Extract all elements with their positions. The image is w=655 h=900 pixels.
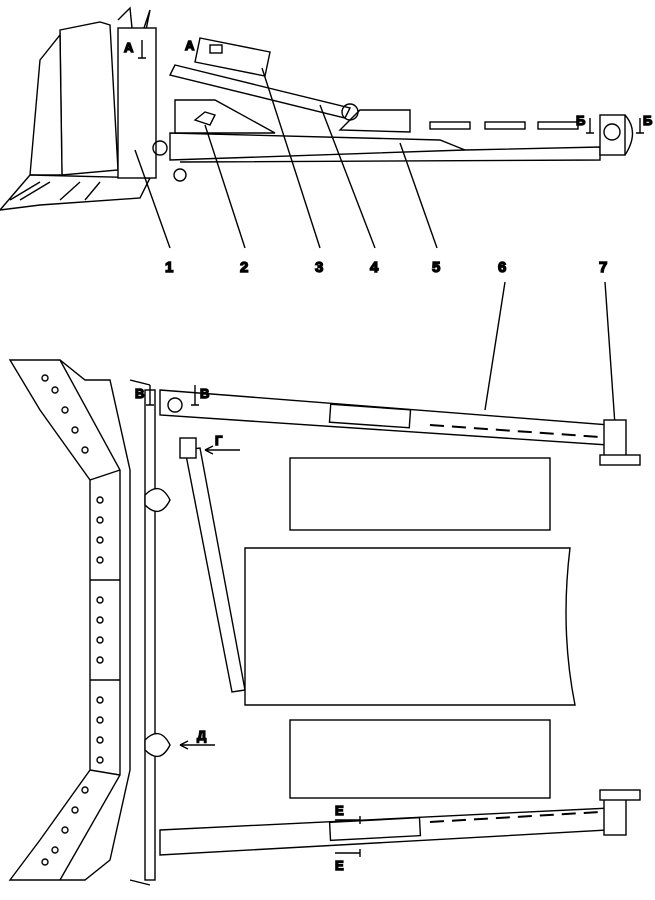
side-view — [0, 6, 644, 249]
section-e-bottom: Е — [335, 858, 344, 873]
callout-6: 6 — [498, 259, 506, 276]
section-b-right: Б — [643, 113, 652, 128]
callout-3: 3 — [315, 259, 323, 276]
blade-holes — [41, 374, 104, 866]
section-v-left: В — [135, 386, 144, 401]
section-v-right: В — [200, 386, 209, 401]
view-g-label: Г — [215, 433, 223, 448]
callout-2: 2 — [240, 259, 248, 276]
callout-1: 1 — [165, 259, 173, 276]
section-b-left: Б — [576, 113, 585, 128]
section-a-right: А — [185, 38, 195, 53]
callout-5: 5 — [432, 259, 440, 276]
section-a-left: А — [124, 40, 134, 55]
section-e-top: Е — [335, 803, 344, 818]
callout-7: 7 — [599, 259, 607, 276]
top-view — [8, 281, 641, 886]
callout-4: 4 — [370, 259, 379, 276]
view-d-label: Д — [197, 728, 207, 743]
